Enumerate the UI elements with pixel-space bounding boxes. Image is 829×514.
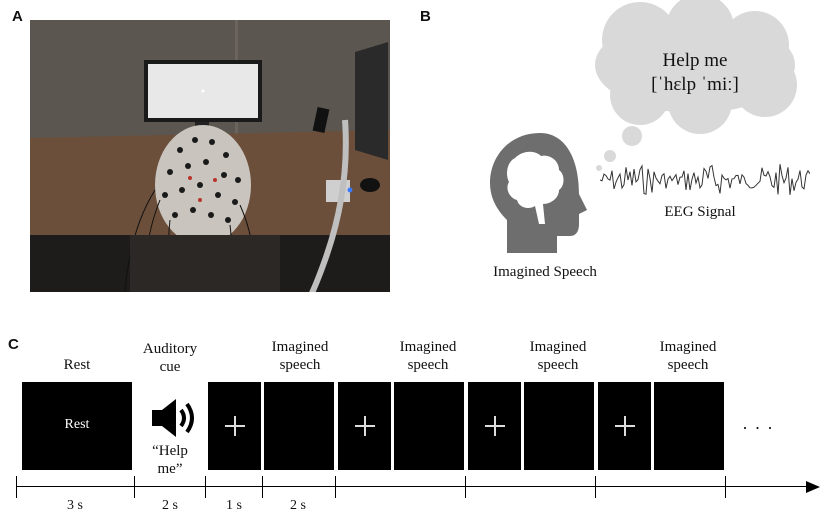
duration-rest: 3 s	[67, 498, 83, 513]
rest-block: Rest	[22, 382, 132, 470]
fixation-block-4	[598, 382, 651, 470]
timeline-tick	[134, 476, 135, 498]
timeline-tick	[725, 476, 726, 498]
thought-line-1: Help me	[662, 50, 728, 71]
timeline-tick	[205, 476, 206, 498]
imagined-block-4	[654, 382, 724, 470]
imagined-caption-2a: Imagined	[399, 339, 457, 355]
timeline-tick	[595, 476, 596, 498]
imagined-block-1	[264, 382, 334, 470]
cue-word-2: me”	[157, 461, 183, 477]
imagined-speech-label: Imagined Speech	[493, 264, 597, 280]
timeline-axis	[16, 486, 811, 487]
timeline-tick	[16, 476, 17, 498]
head-brain-icon	[490, 133, 587, 253]
panel-label-c: C	[8, 336, 19, 353]
speaker-icon	[152, 399, 194, 437]
cue-word-1: “Help	[152, 443, 188, 459]
panel-label-b: B	[420, 8, 431, 25]
fixation-block-1	[208, 382, 261, 470]
imagined-caption-4b: speech	[667, 357, 709, 373]
eeg-signal-trace	[600, 164, 810, 195]
experiment-photo	[30, 20, 390, 292]
timeline-tick	[262, 476, 263, 498]
rest-caption: Rest	[63, 357, 91, 373]
timeline-arrow-icon	[806, 481, 820, 493]
imagined-caption-3a: Imagined	[529, 339, 587, 355]
eeg-signal-label: EEG Signal	[664, 204, 736, 220]
duration-imagined: 2 s	[290, 498, 306, 513]
ellipsis: · · ·	[742, 418, 774, 438]
fixation-cross-icon	[485, 416, 505, 436]
imagined-block-2	[394, 382, 464, 470]
imagined-caption-3b: speech	[537, 357, 579, 373]
thought-cloud	[595, 0, 797, 171]
fixation-block-3	[468, 382, 521, 470]
imagined-caption-4a: Imagined	[659, 339, 717, 355]
timeline-tick	[465, 476, 466, 498]
auditory-caption-1: Auditory	[142, 341, 198, 357]
fixation-cross-icon	[355, 416, 375, 436]
experiment-photo-scene	[30, 20, 390, 292]
imagined-block-3	[524, 382, 594, 470]
rest-block-text: Rest	[64, 417, 90, 432]
imagined-caption-2b: speech	[407, 357, 449, 373]
fixation-cross-icon	[225, 416, 245, 436]
fixation-block-2	[338, 382, 391, 470]
duration-fixation: 1 s	[226, 498, 242, 513]
auditory-caption-2: cue	[159, 359, 181, 375]
imagined-caption-1b: speech	[279, 357, 321, 373]
fixation-cross-icon	[615, 416, 635, 436]
timeline-tick	[335, 476, 336, 498]
imagined-caption-1a: Imagined	[271, 339, 329, 355]
duration-cue: 2 s	[162, 498, 178, 513]
panel-label-a: A	[12, 8, 23, 25]
thought-line-2: [ˈhɛlp ˈmiː]	[651, 74, 739, 95]
